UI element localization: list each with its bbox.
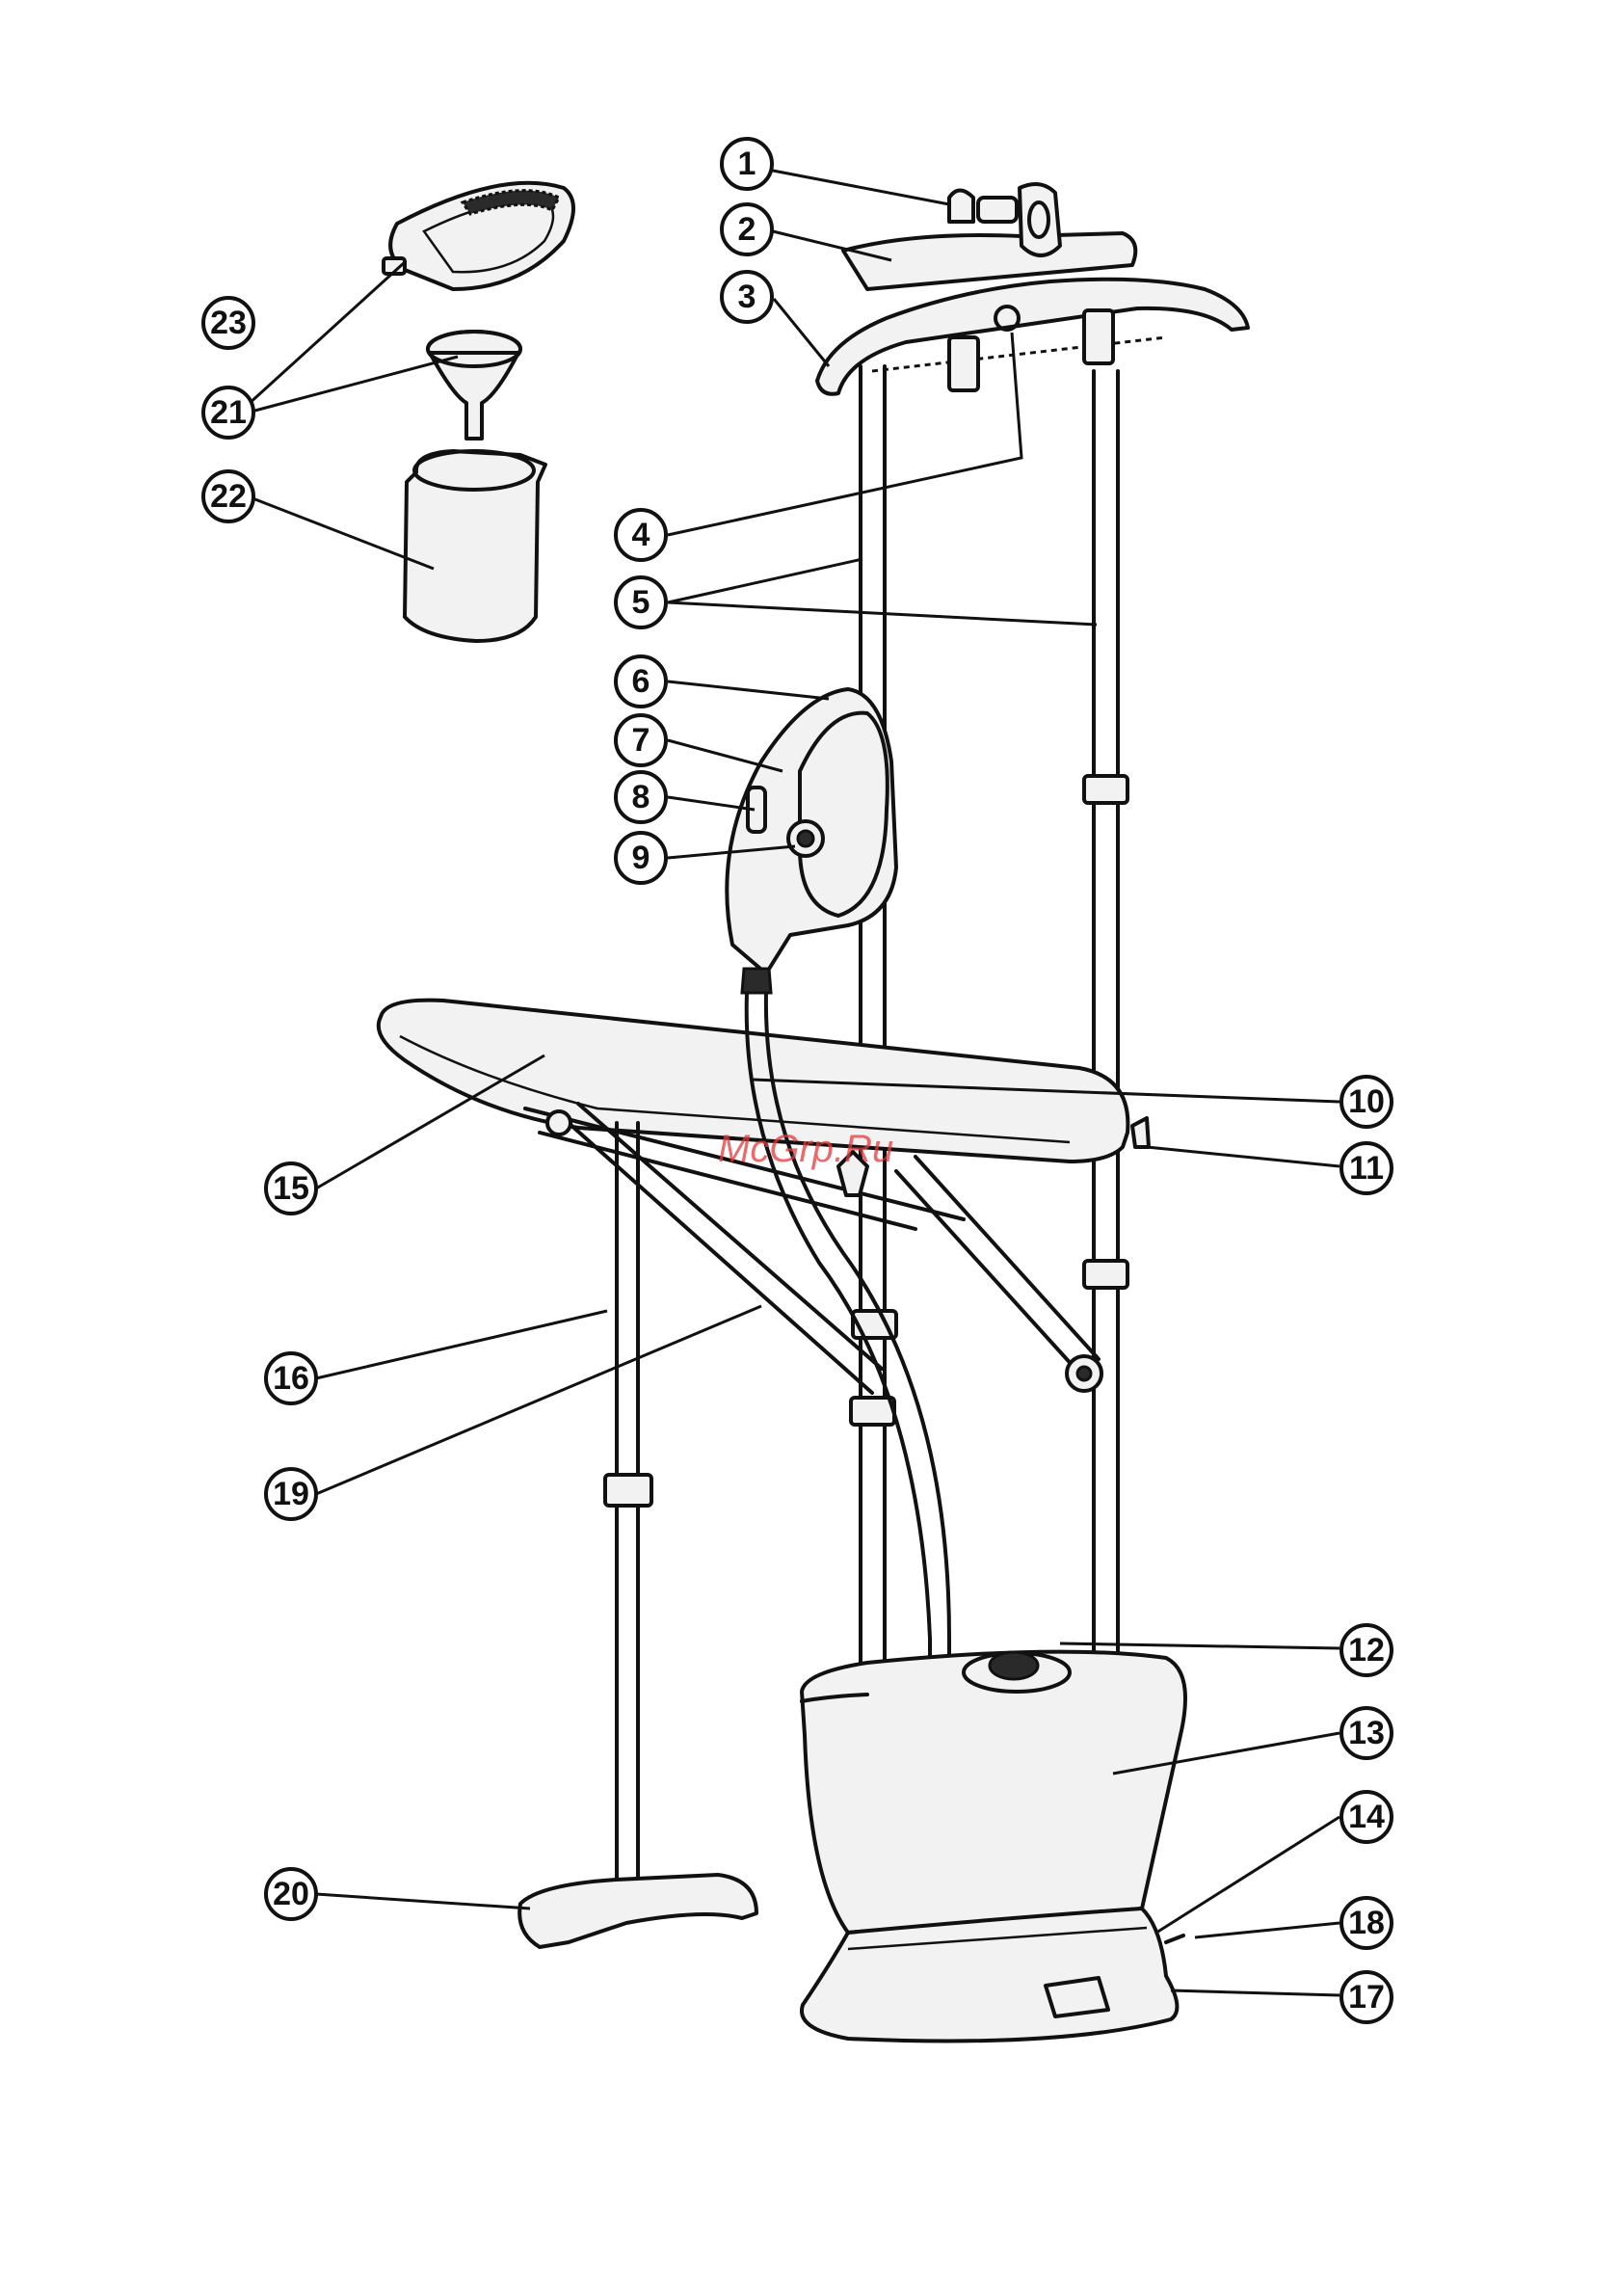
brush-attachment [384,183,573,289]
svg-text:23: 23 [210,305,247,341]
measuring-cup [405,451,545,641]
board-leg [519,1123,756,1947]
callout-20: 20 [266,1869,316,1919]
svg-text:1: 1 [738,146,756,182]
svg-text:6: 6 [632,663,650,700]
svg-text:20: 20 [273,1876,309,1912]
svg-text:21: 21 [210,394,247,431]
water-tank-base [802,1652,1185,2042]
callout-13: 13 [1341,1708,1392,1758]
ironing-board [379,1001,1128,1229]
callout-4: 4 [616,510,666,560]
svg-text:16: 16 [273,1360,309,1397]
svg-text:12: 12 [1348,1632,1385,1669]
callout-15: 15 [266,1163,316,1214]
svg-text:11: 11 [1349,1150,1384,1187]
callout-17: 17 [1341,1972,1392,2022]
svg-text:13: 13 [1348,1715,1385,1751]
steam-head [727,689,896,993]
svg-text:22: 22 [210,478,247,515]
callout-14: 14 [1341,1792,1392,1842]
svg-text:3: 3 [738,279,756,315]
callout-12: 12 [1341,1625,1392,1675]
svg-text:18: 18 [1348,1905,1385,1941]
callout-21: 21 [203,387,253,438]
svg-text:15: 15 [273,1170,309,1207]
callout-1: 1 [722,139,772,189]
svg-text:7: 7 [632,722,650,759]
svg-text:8: 8 [632,779,650,815]
callout-18: 18 [1341,1898,1392,1948]
telescopic-poles [851,366,1127,1706]
callout-22: 22 [203,471,253,521]
svg-text:5: 5 [632,584,650,621]
funnel [428,332,520,439]
callout-16: 16 [266,1353,316,1403]
watermark-text: McGrp.Ru [718,1128,893,1170]
svg-text:2: 2 [738,211,756,248]
svg-text:19: 19 [273,1476,309,1512]
svg-text:17: 17 [1348,1979,1385,2016]
callout-7: 7 [616,715,666,765]
svg-text:14: 14 [1348,1799,1385,1835]
svg-text:9: 9 [632,840,650,876]
callout-6: 6 [616,656,666,707]
callout-8: 8 [616,772,666,822]
svg-text:4: 4 [632,517,650,553]
callout-10: 10 [1341,1077,1392,1127]
callout-5: 5 [616,577,666,627]
callout-3: 3 [722,272,772,322]
callout-23: 23 [203,298,253,348]
callout-19: 19 [266,1469,316,1519]
garment-hanger [817,184,1248,394]
callout-2: 2 [722,204,772,254]
callout-11: 11 [1341,1143,1392,1193]
callout-9: 9 [616,833,666,883]
svg-text:10: 10 [1348,1083,1385,1120]
